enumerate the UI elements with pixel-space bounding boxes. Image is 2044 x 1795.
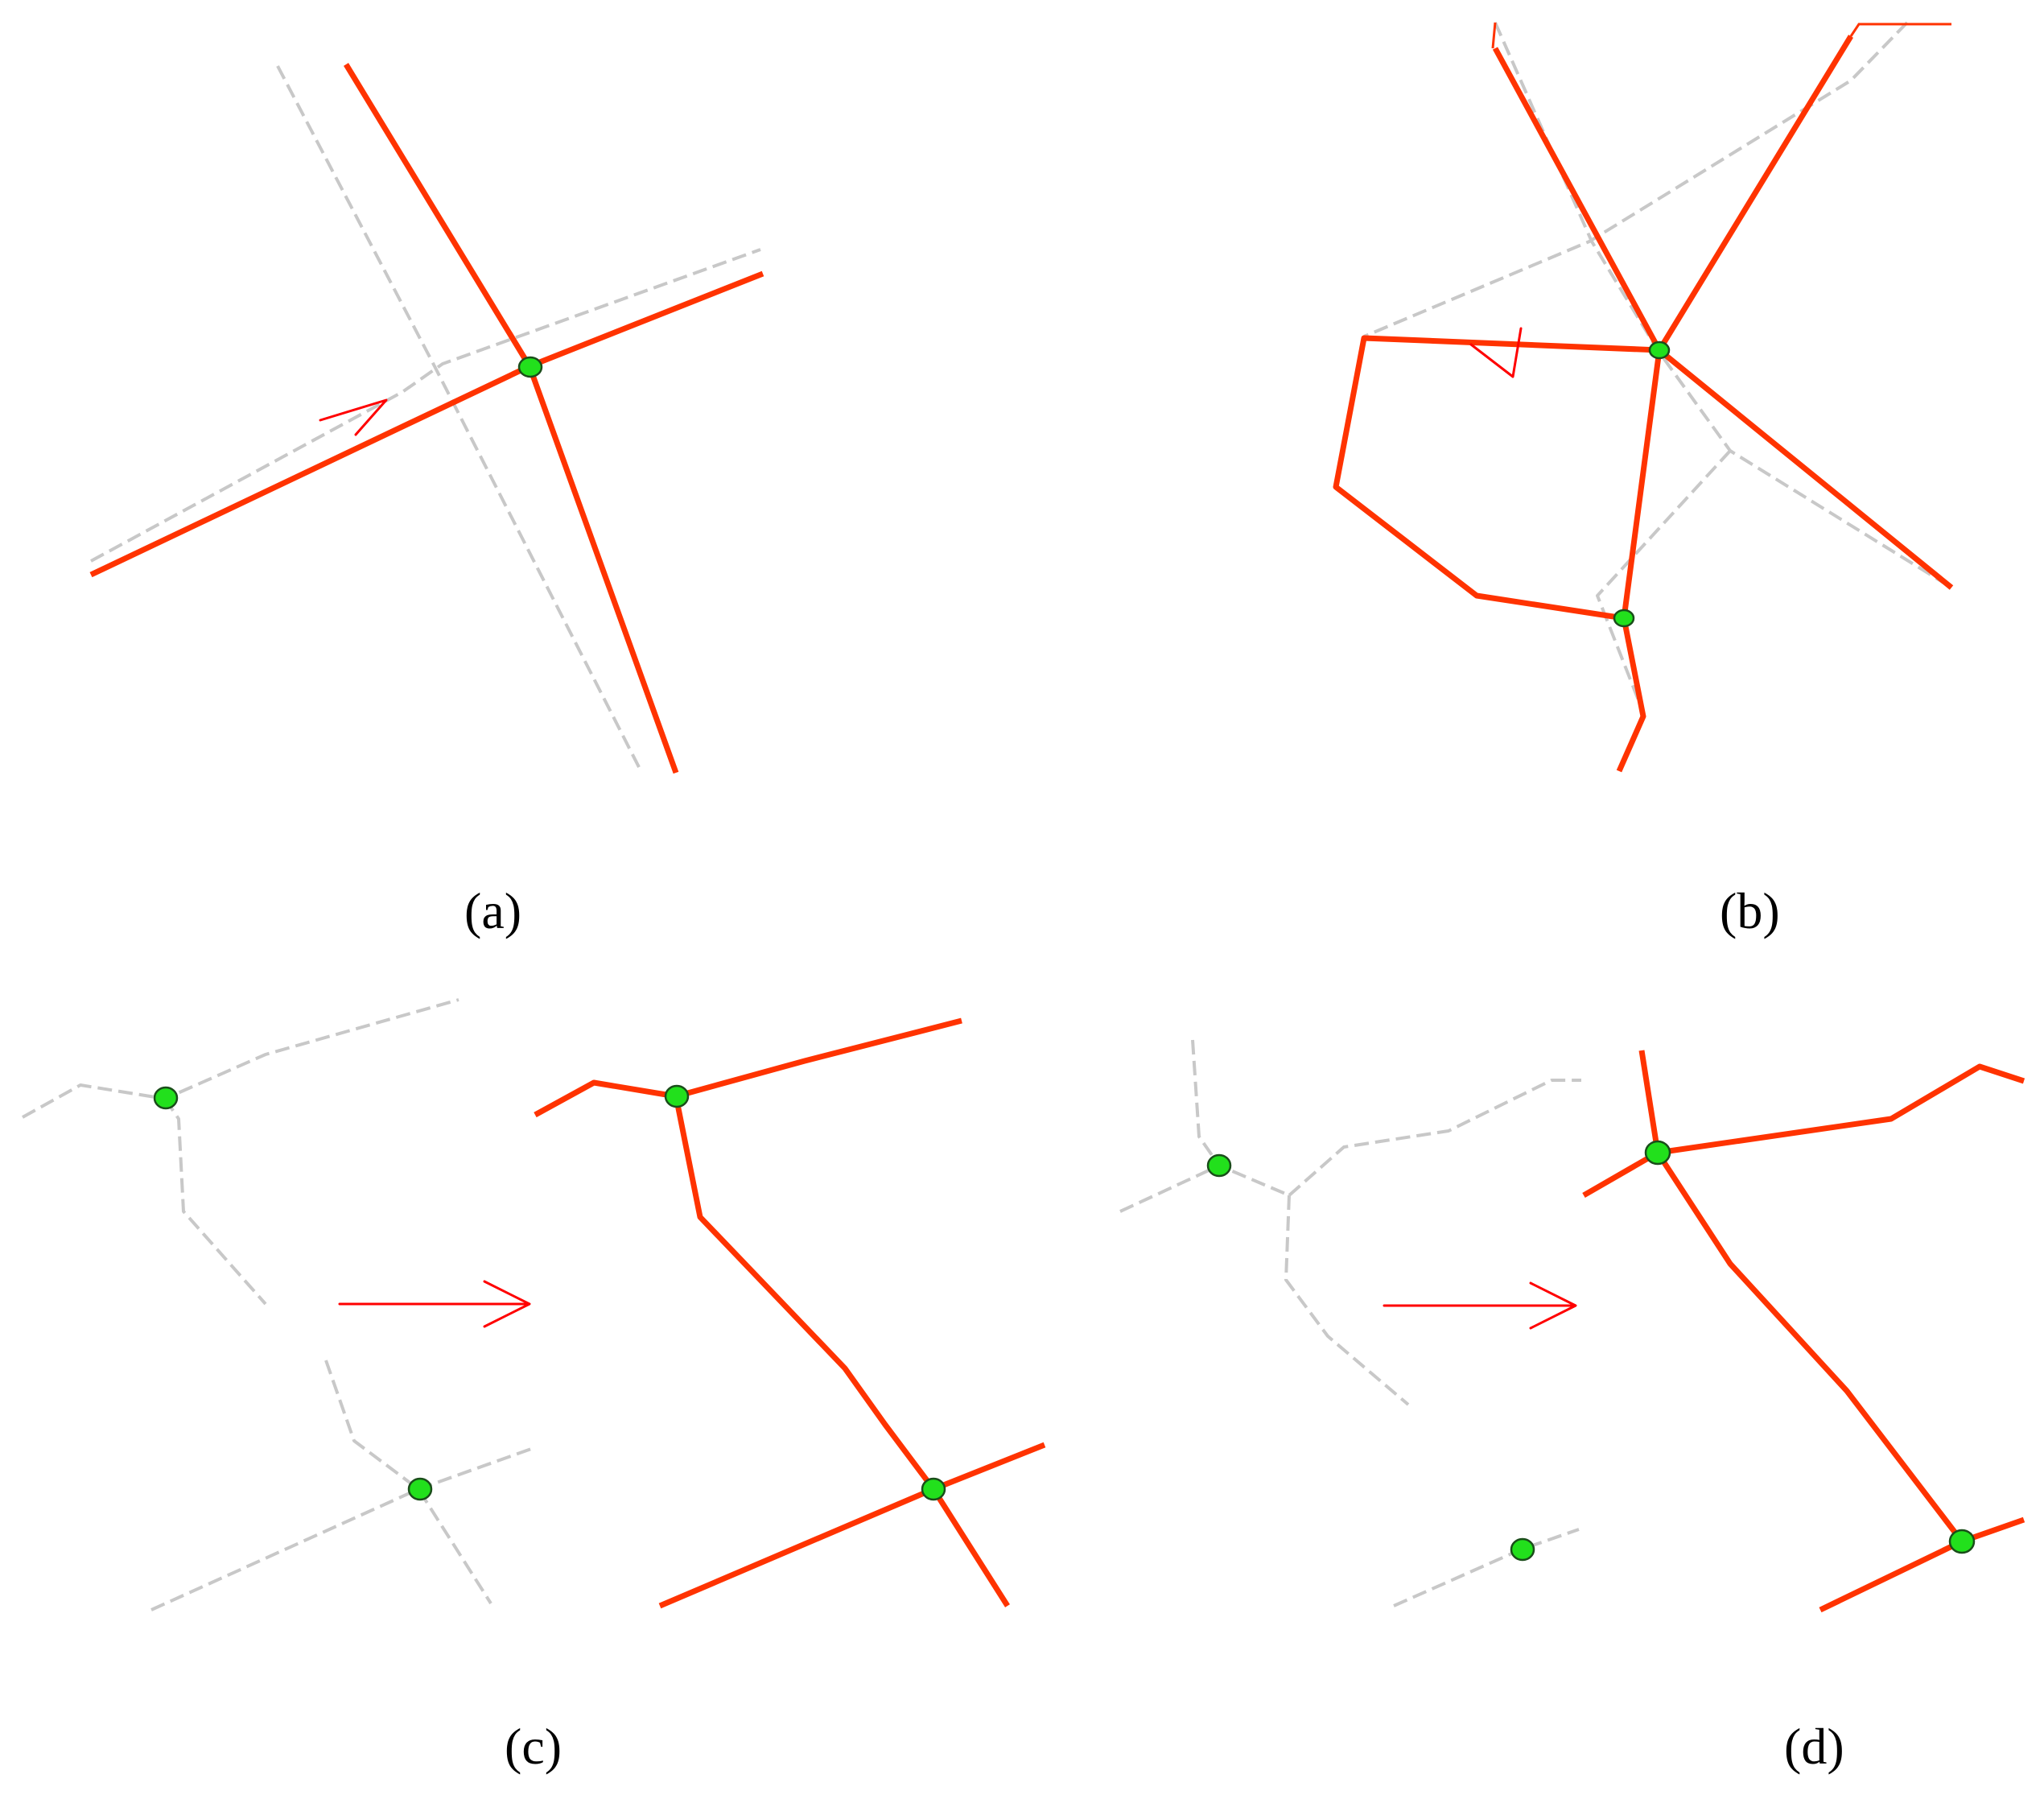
grey-road-c-3 bbox=[324, 1360, 492, 1605]
panel-b bbox=[1333, 21, 1954, 773]
grey-road-d-3 bbox=[1288, 1079, 1581, 1197]
red-road-d-1 bbox=[1638, 1050, 1661, 1153]
caption-b: (b) bbox=[1720, 882, 1780, 939]
node-d-4 bbox=[1948, 1529, 1976, 1554]
red-road-b-7 bbox=[1849, 23, 1951, 37]
grey-road-c-1 bbox=[22, 998, 459, 1119]
panel-c bbox=[22, 998, 1046, 1611]
grey-road-b-2 bbox=[1363, 21, 1909, 338]
node-c-4 bbox=[921, 1477, 946, 1501]
red-road-d-4 bbox=[1655, 1151, 1964, 1544]
red-road-b-5 bbox=[1333, 335, 1660, 621]
node-d-1 bbox=[1206, 1153, 1232, 1178]
grey-road-b-1 bbox=[1494, 22, 1953, 589]
panel-d bbox=[1119, 1039, 2025, 1613]
red-road-a-2 bbox=[89, 270, 764, 578]
grey-road-b-3 bbox=[1596, 449, 1732, 709]
grey-road-c-2 bbox=[163, 1097, 267, 1306]
caption-a: (a) bbox=[464, 882, 522, 939]
node-d-2 bbox=[1510, 1537, 1535, 1562]
red-road-b-1 bbox=[1492, 47, 1663, 352]
grey-road-a-1 bbox=[276, 65, 641, 770]
grey-road-d-2 bbox=[1119, 1164, 1220, 1213]
node-d-3 bbox=[1644, 1140, 1671, 1166]
red-road-d-2 bbox=[1582, 1149, 1659, 1199]
node-c-3 bbox=[664, 1084, 690, 1108]
node-b-2 bbox=[1613, 609, 1635, 628]
transform-arrow-c-head bbox=[483, 1280, 531, 1328]
transform-arrow-d-head bbox=[1529, 1281, 1577, 1330]
grey-road-a-2 bbox=[90, 248, 761, 563]
red-road-b-3 bbox=[1657, 348, 1954, 590]
red-road-c-3 bbox=[658, 1442, 1046, 1609]
panel-a bbox=[89, 63, 764, 774]
red-road-b-6 bbox=[1491, 22, 1497, 49]
node-c-1 bbox=[153, 1086, 179, 1110]
grey-road-c-4 bbox=[150, 1447, 532, 1611]
red-road-d-3 bbox=[1657, 1063, 2025, 1156]
direction-arrow-b bbox=[1469, 327, 1523, 378]
caption-c: (c) bbox=[505, 1718, 563, 1775]
red-road-d-5 bbox=[1819, 1516, 2025, 1613]
red-road-c-1 bbox=[534, 1017, 962, 1118]
grey-road-d-4 bbox=[1284, 1195, 1410, 1406]
node-b-1 bbox=[1648, 340, 1671, 360]
red-road-a-1 bbox=[344, 63, 679, 774]
grey-road-d-1 bbox=[1191, 1039, 1290, 1197]
grey-road-d-5 bbox=[1393, 1528, 1580, 1607]
red-road-b-2 bbox=[1657, 35, 1853, 352]
red-road-b-4 bbox=[1616, 349, 1663, 773]
direction-arrow-a bbox=[319, 398, 388, 436]
caption-d: (d) bbox=[1784, 1718, 1844, 1775]
node-a-1 bbox=[517, 356, 543, 378]
red-road-c-2 bbox=[673, 1096, 1010, 1607]
node-c-2 bbox=[407, 1477, 433, 1501]
